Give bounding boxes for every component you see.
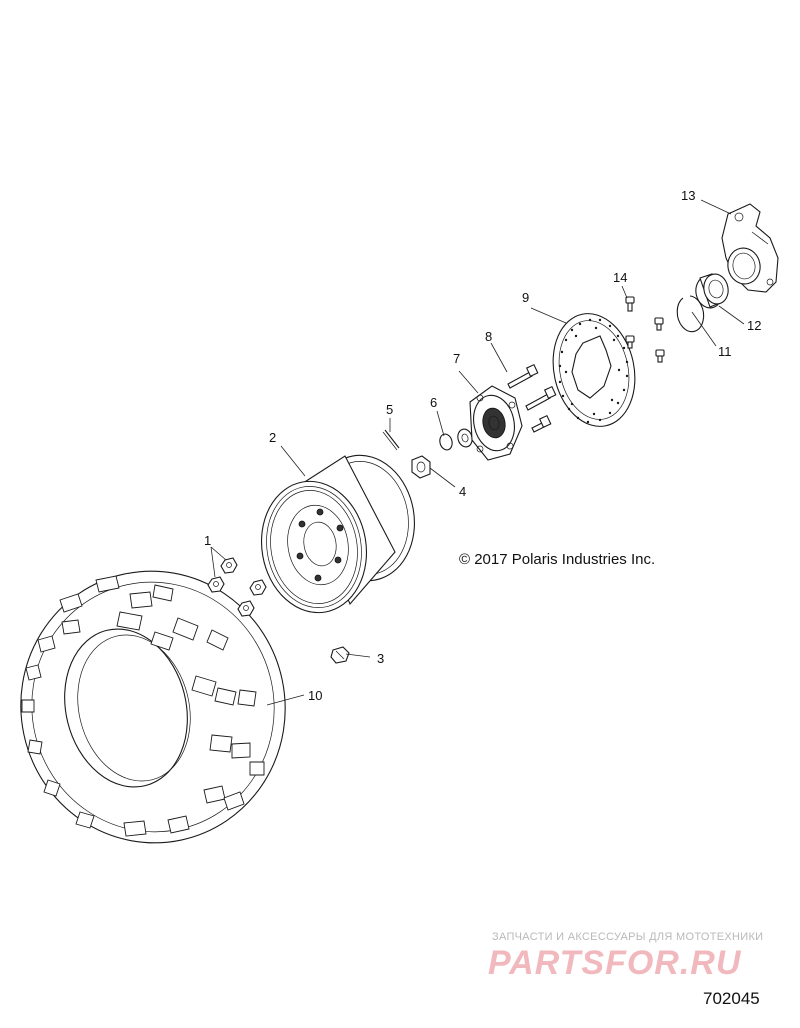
callout-1: 1 xyxy=(204,533,211,548)
cotter-pin-drawing xyxy=(382,429,400,451)
callout-5: 5 xyxy=(386,402,393,417)
disc-screws-drawing xyxy=(625,296,665,363)
callout-13: 13 xyxy=(681,188,695,203)
tire-drawing xyxy=(20,570,286,844)
lug-nuts-drawing xyxy=(207,557,267,617)
callout-4: 4 xyxy=(459,484,466,499)
steering-knuckle-drawing xyxy=(721,203,779,293)
callout-6: 6 xyxy=(430,395,437,410)
callout-numbers: 1 2 3 4 5 6 7 8 9 10 11 12 13 14 xyxy=(204,188,761,703)
wheel-rim-drawing xyxy=(260,454,415,614)
callout-3: 3 xyxy=(377,651,384,666)
callout-7: 7 xyxy=(453,351,460,366)
callout-10: 10 xyxy=(308,688,322,703)
brake-disc-drawing xyxy=(552,313,636,427)
hub-bolts-drawing xyxy=(507,363,557,433)
valve-stem-drawing xyxy=(330,646,350,664)
leader-lines xyxy=(210,199,745,706)
copyright-notice: © 2017 Polaris Industries Inc. xyxy=(459,551,656,568)
washer-drawing xyxy=(439,428,473,451)
watermark-caption: ЗАПЧАСТИ И АКСЕССУАРЫ ДЛЯ МОТОТЕХНИКИ xyxy=(492,931,764,943)
watermark-logo: PARTSFOR.RU xyxy=(488,944,742,982)
callout-9: 9 xyxy=(522,290,529,305)
callout-11: 11 xyxy=(718,344,732,359)
callout-12: 12 xyxy=(747,318,761,333)
callout-2: 2 xyxy=(269,430,276,445)
axle-nut-drawing xyxy=(411,455,431,479)
callout-14: 14 xyxy=(613,270,627,285)
callout-8: 8 xyxy=(485,329,492,344)
bearing-drawing xyxy=(695,273,729,309)
figure-number: 702045 xyxy=(703,989,760,1008)
wheel-hub-drawing xyxy=(469,385,523,461)
